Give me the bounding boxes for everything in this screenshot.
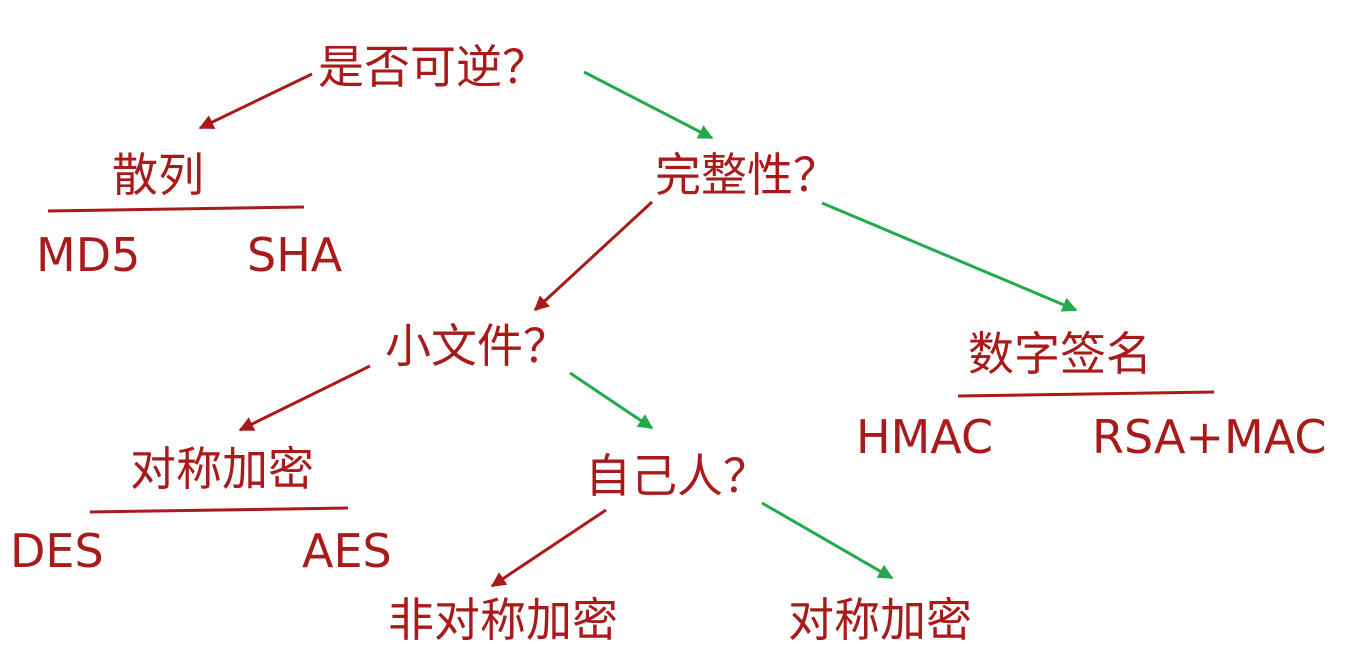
- arrow-small-file-to-own-people: [569, 371, 654, 430]
- symmetric-divider: [89, 506, 349, 514]
- arrow-reversible-to-integrity: [583, 70, 714, 140]
- arrow-integrity-to-signature: [821, 201, 1078, 312]
- arrow-own-people-to-asymmetric: [490, 508, 607, 588]
- node-symmetric-2: 对称加密: [788, 593, 972, 647]
- node-des: DES: [10, 524, 104, 578]
- arrow-own-people-to-symmetric: [761, 501, 894, 580]
- node-asymmetric: 非对称加密: [388, 593, 618, 647]
- node-reversible: 是否可逆？: [318, 40, 548, 94]
- node-hmac: HMAC: [856, 410, 994, 464]
- node-small-file: 小文件？: [385, 319, 569, 373]
- node-digital-signature: 数字签名: [968, 327, 1152, 381]
- node-integrity: 完整性？: [655, 148, 839, 202]
- node-own-people: 自己人？: [585, 449, 769, 503]
- node-sha: SHA: [247, 228, 343, 282]
- hash-divider: [47, 205, 305, 213]
- node-rsa-mac: RSA+MAC: [1092, 410, 1327, 464]
- node-symmetric-1: 对称加密: [130, 442, 314, 496]
- arrow-integrity-to-small-file: [533, 200, 654, 312]
- arrow-reversible-to-hash: [198, 72, 313, 130]
- arrow-small-file-to-symmetric: [238, 364, 371, 432]
- signature-divider: [957, 390, 1215, 398]
- node-hash: 散列: [112, 148, 204, 202]
- node-md5: MD5: [36, 228, 141, 282]
- node-aes: AES: [302, 524, 392, 578]
